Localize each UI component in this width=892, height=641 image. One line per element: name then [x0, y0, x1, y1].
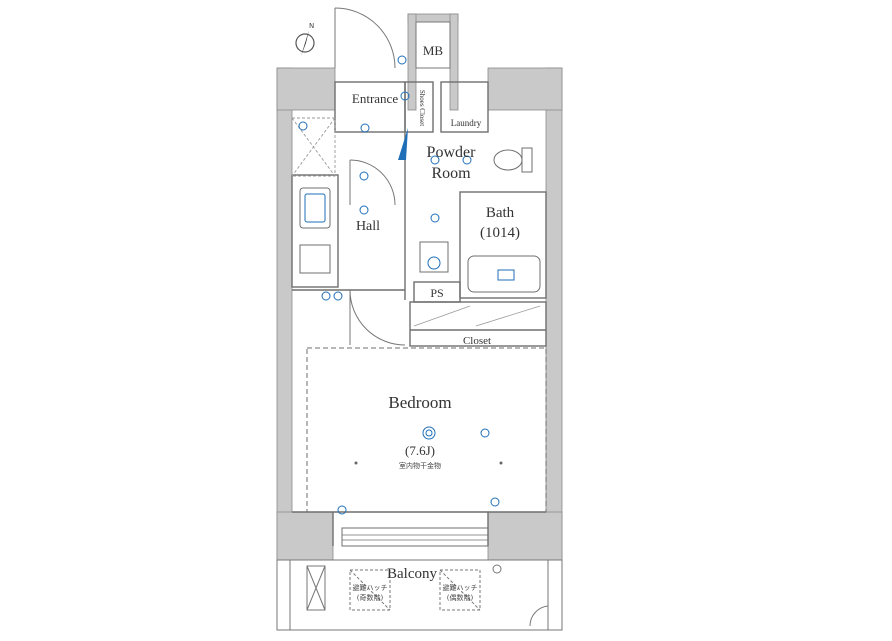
- balcony: [276, 559, 563, 631]
- compass-north-label: N: [309, 22, 314, 30]
- powder-room-label-1: Powder: [427, 144, 477, 161]
- fixture-icons: [298, 55, 500, 515]
- bedroom-size-label: (7.6J): [405, 443, 435, 458]
- powder-room-label-2: Room: [431, 165, 471, 182]
- balcony-label: Balcony: [387, 566, 437, 582]
- entrance-label: Entrance: [352, 91, 398, 106]
- hatch-left-label-1: 避難ハッチ: [353, 583, 388, 592]
- mb-label: MB: [423, 43, 444, 58]
- hall-label: Hall: [356, 219, 380, 234]
- entrance-door[interactable]: [334, 7, 396, 69]
- interior-walls: [291, 81, 547, 547]
- laundry-label: Laundry: [451, 118, 482, 128]
- closet-label: Closet: [463, 335, 491, 347]
- indoor-drying-label: 室内物干金物: [399, 461, 441, 470]
- shoe-closet-label: Shoes Closet: [418, 90, 426, 126]
- bath-label-2: (1014): [480, 225, 520, 241]
- hatch-right-label-1: 避難ハッチ: [443, 583, 478, 592]
- bedroom-door[interactable]: [349, 289, 406, 346]
- bath-label-1: Bath: [486, 205, 515, 221]
- ps-label: PS: [430, 286, 443, 300]
- hall-door[interactable]: [349, 159, 396, 206]
- hatch-right-label-2: (偶数階): [447, 593, 474, 602]
- kitchen-zone: [291, 117, 336, 177]
- hatch-left-label-2: (奇数階): [357, 593, 384, 602]
- closet-hatch: [413, 305, 541, 327]
- bedroom-label: Bedroom: [388, 393, 451, 412]
- compass-icon: N: [295, 22, 315, 56]
